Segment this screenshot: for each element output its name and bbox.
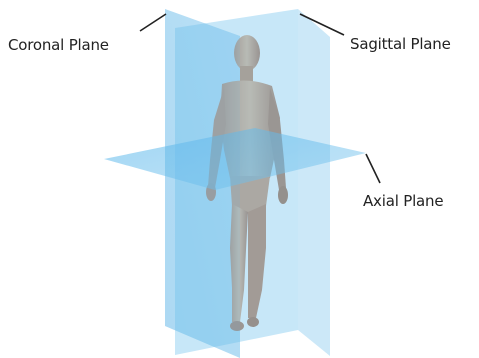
sagittal-plane-back: [298, 9, 330, 356]
coronal-leader-line: [140, 14, 166, 31]
sagittal-plane-label: Sagittal Plane: [350, 35, 451, 53]
axial-leader-line: [366, 154, 380, 183]
coronal-plane-front: [165, 9, 240, 358]
coronal-plane-label: Coronal Plane: [8, 36, 109, 54]
axial-plane-label: Axial Plane: [363, 192, 443, 210]
